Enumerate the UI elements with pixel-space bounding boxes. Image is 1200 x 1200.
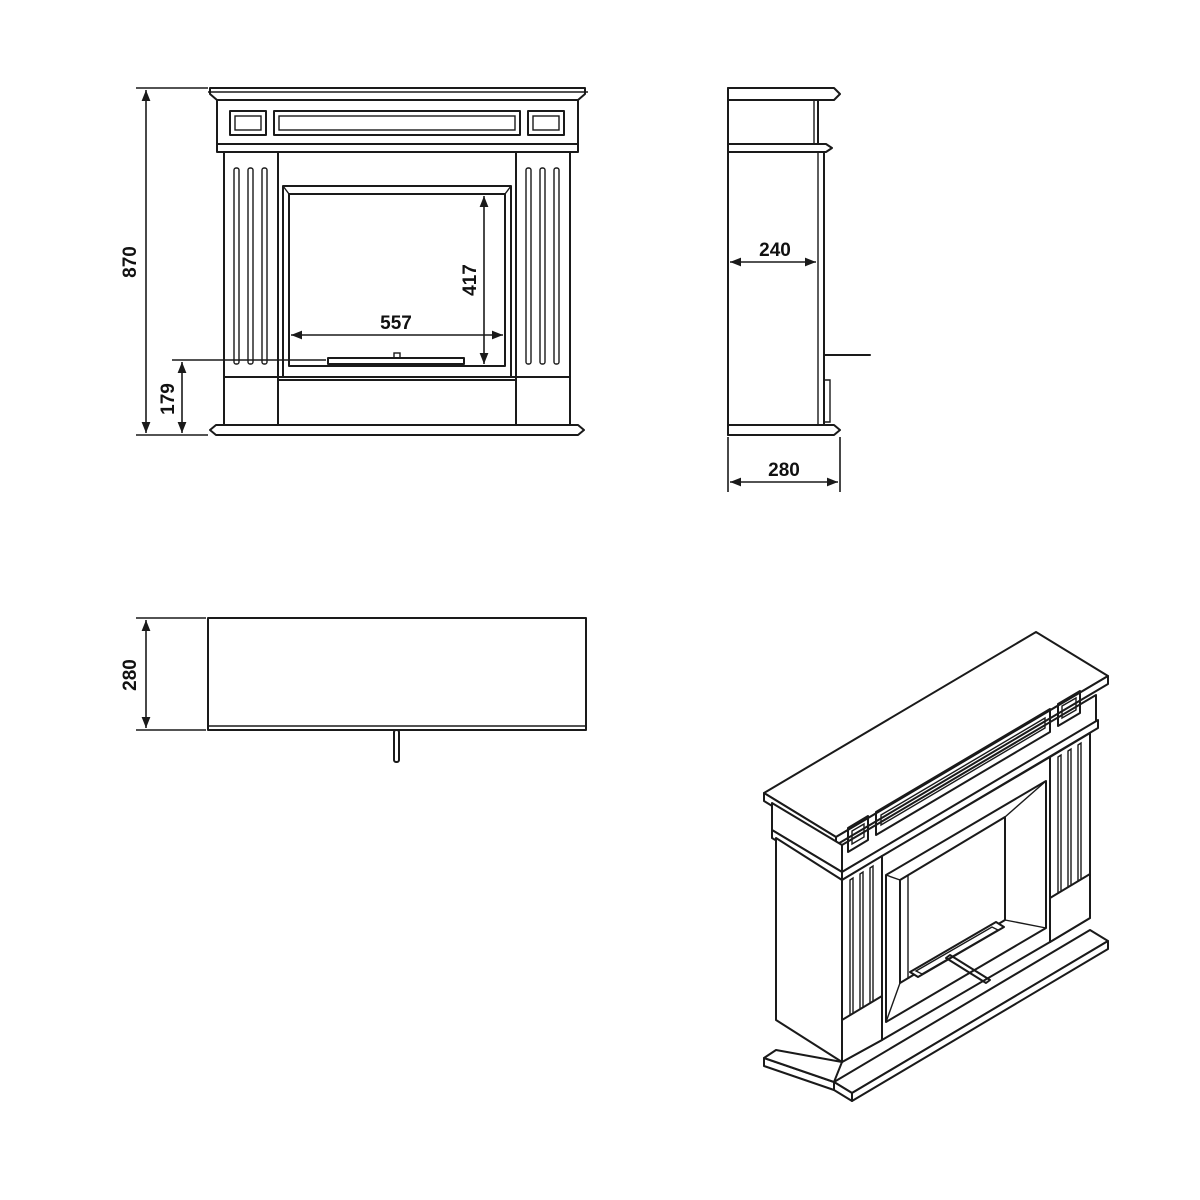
front-left-plinth bbox=[223, 376, 279, 426]
dim-total-height-label: 870 bbox=[120, 246, 141, 278]
front-left-pilaster bbox=[223, 151, 279, 378]
iso-burner bbox=[909, 921, 1005, 978]
iso-base-front bbox=[851, 940, 1109, 1102]
front-frieze bbox=[216, 99, 579, 145]
front-left-flute-3 bbox=[261, 167, 268, 365]
side-view: 240 280 bbox=[727, 87, 871, 492]
iso-frieze-center-panel-inner bbox=[880, 716, 1046, 827]
front-right-flute-2 bbox=[539, 167, 546, 365]
front-view: 870 179 417 557 bbox=[120, 87, 588, 436]
front-frieze-right-panel-inner bbox=[532, 115, 560, 131]
top-view: 280 bbox=[120, 617, 587, 763]
side-plinth bbox=[824, 379, 831, 423]
front-base-step bbox=[209, 424, 585, 436]
isometric-view bbox=[763, 631, 1109, 1102]
iso-burner-slot bbox=[914, 926, 1000, 975]
top-view-outline bbox=[207, 617, 587, 731]
iso-right-plinth bbox=[1049, 873, 1091, 943]
iso-frieze-left-panel-inner bbox=[851, 822, 865, 846]
dim-total-depth-top-label: 280 bbox=[120, 659, 141, 691]
iso-moulding-front bbox=[841, 719, 1099, 881]
front-frieze-center-panel-inner bbox=[278, 115, 516, 131]
front-frieze-right-panel bbox=[527, 110, 565, 136]
front-right-flute-3 bbox=[553, 167, 560, 365]
iso-firebox-edge-br bbox=[1004, 919, 1047, 929]
dim-inner-depth-label: 240 bbox=[759, 240, 791, 261]
iso-base-top-side bbox=[763, 1049, 843, 1083]
front-burner bbox=[327, 357, 465, 365]
dim-total-depth-side-label: 280 bbox=[768, 460, 800, 481]
top-view-burner-handle bbox=[393, 729, 400, 763]
front-right-pilaster bbox=[515, 151, 571, 378]
front-left-flute-1 bbox=[233, 167, 240, 365]
dim-opening-width-label: 557 bbox=[380, 313, 412, 334]
side-base-step bbox=[727, 424, 841, 436]
front-frieze-center-panel bbox=[273, 110, 521, 136]
front-right-plinth bbox=[515, 376, 571, 426]
front-base-panel bbox=[277, 379, 517, 426]
iso-firebox-edge-bl bbox=[885, 982, 901, 1023]
iso-frieze-left-panel bbox=[847, 815, 869, 853]
iso-left-plinth bbox=[841, 995, 883, 1063]
front-frieze-left-panel bbox=[229, 110, 267, 136]
iso-frieze-center-panel bbox=[875, 708, 1051, 836]
iso-firebox-edge-tl bbox=[885, 874, 901, 881]
iso-firebox-edge-tr bbox=[1004, 780, 1047, 818]
front-firebox bbox=[288, 193, 506, 367]
front-firebox-corner-tr bbox=[504, 185, 512, 195]
front-moulding bbox=[216, 143, 579, 153]
iso-burner-handle bbox=[945, 954, 991, 984]
iso-frieze-right-panel-inner bbox=[1061, 696, 1077, 720]
side-moulding bbox=[727, 143, 833, 153]
front-firebox-corner-tl bbox=[282, 185, 290, 195]
front-right-flute-1 bbox=[525, 167, 532, 365]
front-left-flute-2 bbox=[247, 167, 254, 365]
dim-base-height-label: 179 bbox=[158, 383, 179, 415]
iso-frieze-right-panel bbox=[1057, 690, 1081, 727]
side-top-shelf bbox=[727, 87, 841, 101]
front-frieze-left-panel-inner bbox=[234, 115, 262, 131]
front-top-shelf bbox=[209, 87, 586, 101]
dim-opening-height-label: 417 bbox=[460, 264, 481, 296]
front-burner-knob bbox=[393, 352, 401, 359]
